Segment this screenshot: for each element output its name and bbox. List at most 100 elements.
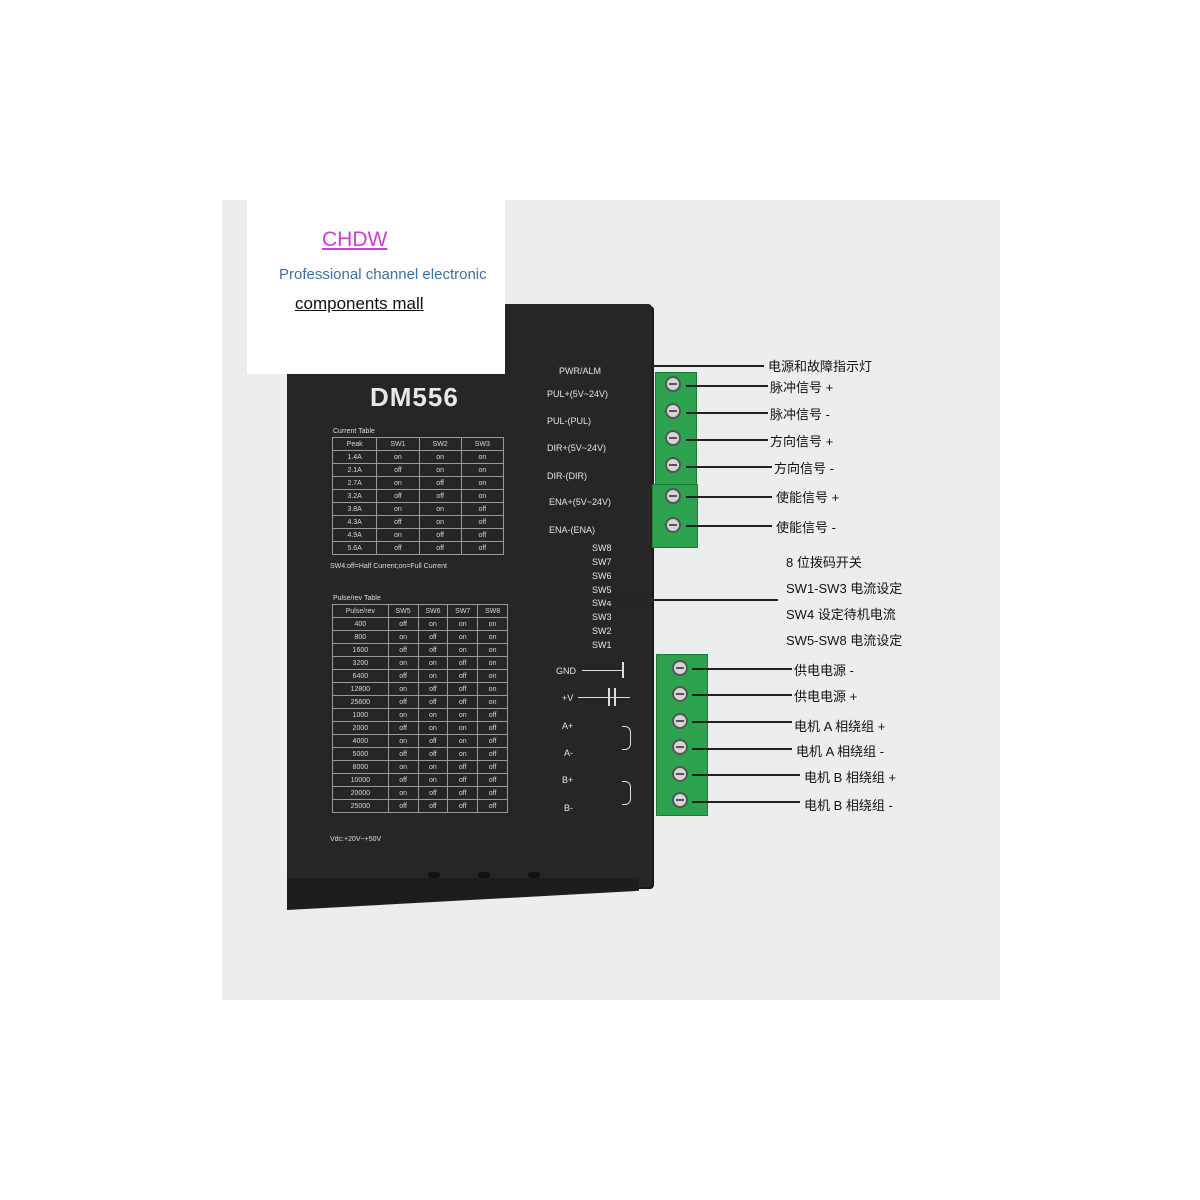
table-cell: on (387, 734, 419, 748)
callout-pwr: 电源和故障指示灯 (768, 359, 873, 374)
label-b-plus: B+ (562, 775, 574, 785)
switch-label: SW3 (592, 612, 612, 622)
switch-label: SW2 (592, 626, 612, 636)
coil-b-symbol (622, 781, 631, 805)
callout-line (646, 365, 764, 367)
table-cell: on (460, 463, 505, 477)
brand-tagline-link[interactable]: components mall (295, 294, 424, 313)
brand-name[interactable]: CHDW (322, 228, 388, 251)
table-cell: 3.8A (331, 502, 378, 516)
table-cell: on (417, 617, 449, 631)
table-header-cell: SW2 (418, 437, 462, 451)
table-cell: 6400 (332, 669, 389, 683)
table-cell: 2000 (332, 721, 389, 735)
table-cell: on (477, 617, 508, 631)
terminal-screw-icon (665, 430, 681, 446)
coil-a-symbol (622, 726, 631, 750)
table-cell: on (387, 630, 419, 644)
switch-label: SW7 (592, 557, 612, 567)
device-foot (428, 872, 440, 878)
callout-pul-plus: 脉冲信号 + (770, 380, 834, 395)
table-cell: 25600 (332, 695, 389, 709)
power-terminal-block (656, 654, 708, 816)
table-cell: on (417, 760, 449, 774)
terminal-screw-icon (665, 488, 681, 504)
table-cell: off (477, 773, 508, 787)
table-cell: on (447, 617, 479, 631)
label-pwr-alm: PWR/ALM (559, 366, 602, 376)
table-cell: 25000 (332, 799, 389, 813)
terminal-screw-icon (665, 517, 681, 533)
table-cell: off (417, 734, 449, 748)
table-cell: off (460, 502, 505, 516)
label-ena-plus: ENA+(5V~24V) (549, 497, 612, 507)
callout-a-minus: 电机 A 相绕组 - (796, 744, 885, 759)
callout-line (692, 774, 800, 776)
table-cell: off (376, 515, 420, 529)
table-cell: on (376, 450, 420, 464)
table-cell: on (447, 643, 479, 657)
table-cell: off (417, 786, 449, 800)
callout-power-plus: 供电电源 + (794, 689, 858, 704)
table-cell: on (417, 708, 449, 722)
table-cell: on (387, 656, 419, 670)
table-cell: off (376, 541, 420, 555)
table-cell: off (447, 773, 479, 787)
label-gnd: GND (556, 666, 576, 676)
table-cell: off (447, 760, 479, 774)
switch-label: SW1 (592, 640, 612, 650)
table-cell: on (387, 786, 419, 800)
table-cell: off (387, 695, 419, 709)
table-cell: on (477, 695, 508, 709)
table-header-cell: Pulse/rev (332, 604, 389, 618)
table-cell: on (376, 528, 420, 542)
table-cell: on (460, 450, 505, 464)
table-cell: 10000 (332, 773, 389, 787)
callout-sw4: SW4 设定待机电流 (786, 607, 896, 622)
table-header-cell: SW6 (417, 604, 449, 618)
table-cell: 5.6A (331, 541, 378, 555)
table-cell: on (447, 747, 479, 761)
label-vplus: +V (562, 693, 574, 703)
table-cell: off (460, 528, 505, 542)
table-cell: off (376, 463, 420, 477)
table-cell: on (418, 463, 462, 477)
table-cell: on (418, 450, 462, 464)
terminal-screw-icon (672, 739, 688, 755)
table-cell: off (447, 656, 479, 670)
table-cell: off (477, 708, 508, 722)
current-table-note: SW4:off=Half Current;on=Full Current (330, 563, 447, 570)
table-cell: on (387, 760, 419, 774)
pulse-table-caption: Pulse/rev Table (333, 595, 381, 602)
table-cell: off (477, 747, 508, 761)
callout-line (692, 668, 792, 670)
table-cell: off (447, 669, 479, 683)
callout-sw5-sw8: SW5-SW8 电流设定 (786, 633, 903, 648)
terminal-screw-icon (672, 792, 688, 808)
device-foot (478, 872, 490, 878)
callout-ena-minus: 使能信号 - (776, 520, 836, 535)
callout-line (686, 439, 768, 441)
switch-label: SW6 (592, 571, 612, 581)
table-cell: off (418, 489, 462, 503)
label-b-minus: B- (564, 803, 573, 813)
table-cell: off (418, 476, 462, 490)
table-cell: 1600 (332, 643, 389, 657)
callout-pul-minus: 脉冲信号 - (770, 407, 830, 422)
callout-switch-title: 8 位拨码开关 (786, 555, 862, 570)
terminal-screw-icon (665, 403, 681, 419)
table-cell: on (477, 630, 508, 644)
table-cell: on (447, 630, 479, 644)
table-cell: off (477, 721, 508, 735)
table-cell: on (417, 773, 449, 787)
